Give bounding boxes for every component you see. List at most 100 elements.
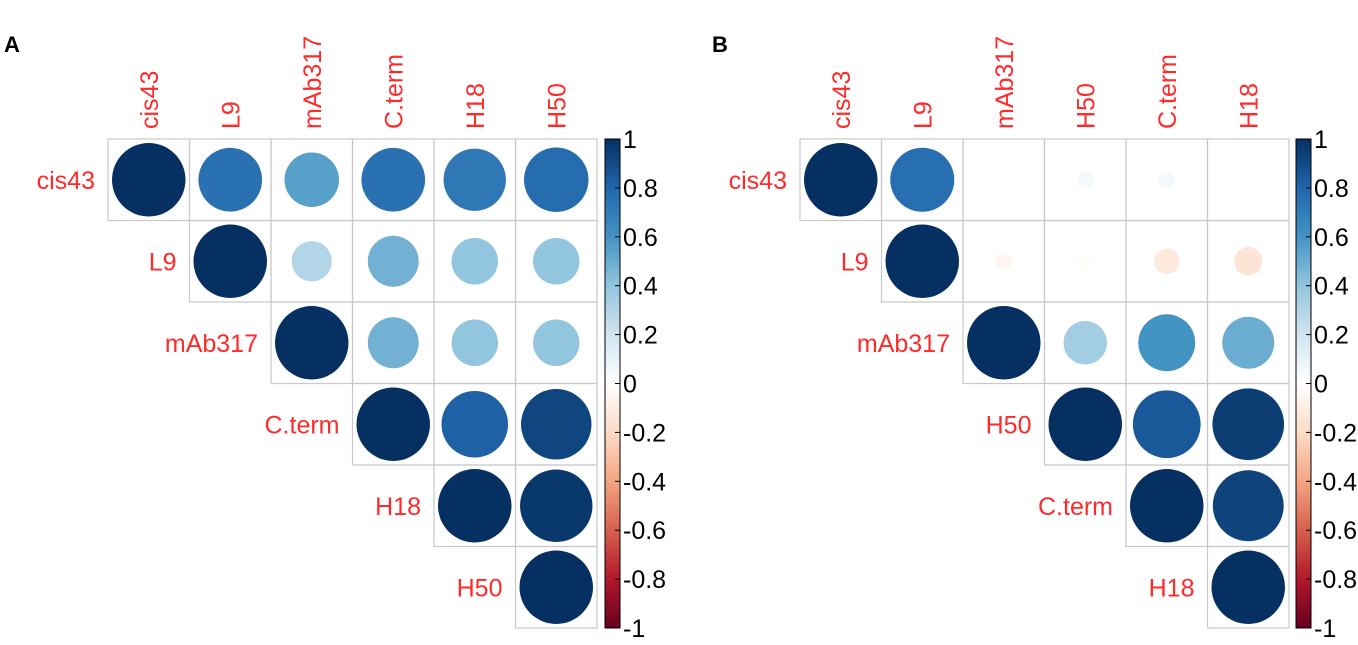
correlation-circle	[443, 148, 506, 211]
correlation-circle	[275, 306, 349, 380]
correlation-circle	[1211, 550, 1285, 624]
panel-b-circles	[804, 143, 1285, 624]
panel-b-label: B	[712, 32, 728, 57]
correlation-circle	[361, 147, 426, 212]
panel-b-colorbar: 10.80.60.40.20-0.2-0.4-0.6-0.8-1	[1295, 126, 1357, 643]
grid-cell	[962, 138, 1046, 222]
correlation-circle	[193, 224, 267, 298]
correlation-circle	[1234, 247, 1263, 276]
colorbar-tick-label: -0.6	[623, 517, 666, 545]
correlation-circle	[1132, 390, 1201, 459]
row-label: L9	[149, 248, 177, 276]
correlation-circle	[291, 241, 332, 282]
correlation-circle	[112, 143, 186, 217]
colorbar-tick-label: 0.8	[1314, 175, 1349, 203]
column-label: H50	[543, 83, 571, 129]
colorbar-tick-label: -0.2	[1314, 419, 1357, 447]
correlation-circle	[438, 469, 512, 543]
correlation-circle	[1130, 469, 1204, 543]
row-label: H50	[986, 411, 1032, 439]
colorbar-tick-label: 0.4	[1314, 273, 1349, 301]
correlation-circle	[198, 147, 263, 212]
colorbar-tick-label: 1	[623, 126, 637, 154]
correlation-circle	[1154, 248, 1180, 274]
colorbar-tick-label: -1	[623, 615, 645, 643]
row-label: H18	[1149, 574, 1195, 602]
panel-a-circles	[112, 143, 593, 624]
grid-cell	[1206, 545, 1290, 629]
row-label: C.term	[1038, 493, 1113, 521]
colorbar-tick-label: -0.4	[623, 468, 666, 496]
column-label: C.term	[1154, 54, 1182, 129]
correlation-circle	[533, 238, 580, 285]
correlation-circle	[1063, 321, 1107, 365]
colorbar-tick-label: 0.8	[623, 175, 658, 203]
panel-a-colorbar: 10.80.60.40.20-0.2-0.4-0.6-0.8-1	[604, 126, 666, 643]
colorbar-tick-label: 0.2	[1314, 322, 1349, 350]
correlation-circle	[451, 319, 498, 366]
row-label: cis43	[729, 167, 787, 195]
row-label: C.term	[265, 411, 340, 439]
correlation-circle	[1158, 171, 1175, 188]
correlation-circle	[524, 147, 589, 212]
colorbar-tick-label: -1	[1314, 615, 1336, 643]
colorbar-tick-label: -0.8	[1314, 566, 1357, 594]
correlation-circle	[967, 306, 1041, 380]
panel-a-grid	[107, 138, 598, 629]
colorbar-tick-label: 0	[1314, 371, 1328, 399]
row-label: mAb317	[165, 330, 258, 358]
correlation-circle	[1222, 316, 1275, 369]
colorbar-tick-label: 1	[1314, 126, 1328, 154]
correlation-circle	[521, 389, 592, 460]
correlation-circle	[1212, 388, 1285, 461]
correlation-circle	[356, 387, 430, 461]
colorbar-tick-label: 0.6	[623, 224, 658, 252]
row-label: H50	[457, 574, 503, 602]
grid-cell	[514, 545, 598, 629]
column-label: mAb317	[991, 36, 1019, 129]
colorbar-tick-label: -0.6	[1314, 517, 1357, 545]
correlation-circle	[441, 390, 509, 458]
correlation-circle	[1212, 470, 1284, 542]
correlation-circle	[367, 235, 419, 287]
correlation-circle	[890, 147, 955, 212]
column-label: H18	[462, 83, 490, 129]
correlation-circle	[451, 238, 498, 285]
correlation-circle	[1077, 171, 1094, 188]
colorbar-tick-label: 0.4	[623, 273, 658, 301]
correlation-circle	[284, 152, 340, 208]
correlation-circle	[1080, 256, 1091, 267]
column-label: L9	[217, 101, 245, 129]
correlation-circle	[804, 143, 878, 217]
grid-cell	[1206, 138, 1290, 222]
row-label: L9	[841, 248, 869, 276]
column-label: H50	[1072, 83, 1100, 129]
correlation-circle	[519, 550, 593, 624]
correlation-circle	[1048, 387, 1122, 461]
column-label: mAb317	[299, 36, 327, 129]
correlation-circle	[533, 319, 580, 366]
row-label: cis43	[37, 167, 95, 195]
colorbar-tick-label: 0	[623, 371, 637, 399]
column-label: L9	[909, 101, 937, 129]
column-label: cis43	[828, 71, 856, 129]
column-label: H18	[1235, 83, 1263, 129]
column-label: C.term	[380, 54, 408, 129]
panel-b-grid	[799, 138, 1290, 629]
panel-a-label: A	[4, 32, 20, 57]
correlation-circle	[1138, 314, 1196, 372]
correlation-circle	[520, 469, 593, 542]
row-label: mAb317	[857, 330, 950, 358]
colorbar-tick-label: -0.8	[623, 566, 666, 594]
colorbar-tick-label: -0.2	[623, 419, 666, 447]
column-label: cis43	[136, 71, 164, 129]
colorbar-tick-label: 0.6	[1314, 224, 1349, 252]
correlation-circle	[367, 317, 419, 369]
correlation-circle	[995, 253, 1012, 270]
